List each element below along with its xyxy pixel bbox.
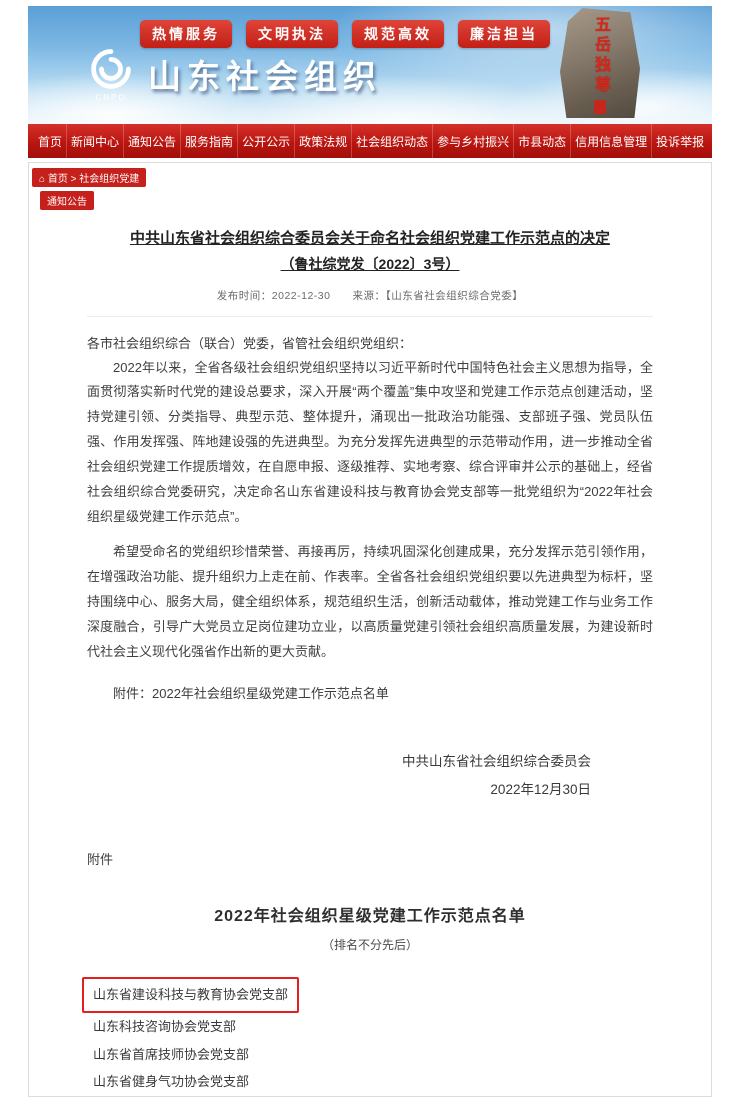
attachment-note: 附件：2022年社会组织星级党建工作示范点名单 <box>113 685 389 701</box>
nav-item-org-news[interactable]: 社会组织动态 <box>352 124 434 158</box>
red-seal-icon <box>594 100 606 114</box>
org-list-item: 山东省首席技师协会党支部 <box>93 1046 250 1062</box>
nav-item-city-county-news[interactable]: 市县动态 <box>514 124 572 158</box>
signature-block: 中共山东省社会组织综合委员会 2022年12月30日 <box>87 748 653 805</box>
slogan-badge: 文明执法 <box>246 20 338 48</box>
org-list-item-highlighted[interactable]: 山东省建设科技与教育协会党支部 <box>82 976 300 1013</box>
logo-subtext: CNPO <box>95 93 127 102</box>
site-logo-icon: CNPO <box>86 46 136 102</box>
nav-item-notices[interactable]: 通知公告 <box>124 124 182 158</box>
brand[interactable]: CNPO 山东社会组织 <box>86 46 382 102</box>
org-list-item: 山东科技咨询协会党支部 <box>93 1018 237 1034</box>
slogan-badge: 热情服务 <box>140 20 232 48</box>
org-list-item: 山东省健身气功协会党支部 <box>93 1074 250 1090</box>
salutation: 各市社会组织综合（联合）党委，省管社会组织党组织： <box>87 335 413 351</box>
appendix-subtitle: （排名不分先后） <box>321 937 418 952</box>
slogan-badge: 廉洁担当 <box>458 20 550 48</box>
nav-item-service-guide[interactable]: 服务指南 <box>181 124 239 158</box>
signature-date: 2022年12月30日 <box>490 782 591 798</box>
mountain-photo: 五岳独尊 <box>560 8 640 118</box>
article: 中共山东省社会组织综合委员会关于命名社会组织党建工作示范点的决定 （鲁社综党发〔… <box>29 210 711 1096</box>
main-nav: 首页 新闻中心 通知公告 服务指南 公开公示 政策法规 社会组织动态 参与乡村振… <box>28 124 712 158</box>
home-icon: ⌂ <box>39 174 46 185</box>
paragraph: 2022年以来，全省各级社会组织党组织坚持以习近平新时代中国特色社会主义思想为指… <box>87 359 653 525</box>
article-title: 中共山东省社会组织综合委员会关于命名社会组织党建工作示范点的决定 <box>129 230 610 247</box>
nav-item-home[interactable]: 首页 <box>34 124 68 158</box>
breadcrumb-area: ⌂ 首页 > 社会组织党建 通知公告 <box>29 163 711 210</box>
org-list: 山东省建设科技与教育协会党支部 山东科技咨询协会党支部 山东省首席技师协会党支部… <box>82 976 653 1097</box>
signature-org: 中共山东省社会组织综合委员会 <box>402 753 591 769</box>
breadcrumb[interactable]: ⌂ 首页 > 社会组织党建 <box>32 168 147 187</box>
doc-number: （鲁社综党发〔2022〕3号） <box>280 255 460 272</box>
nav-item-credit-info[interactable]: 信用信息管理 <box>571 124 653 158</box>
site-title: 山东社会组织 <box>148 58 382 95</box>
slogan-badge: 规范高效 <box>352 20 444 48</box>
nav-item-policies[interactable]: 政策法规 <box>295 124 353 158</box>
divider <box>87 315 653 317</box>
page: 热情服务 文明执法 规范高效 廉洁担当 CNPO 山东社会组织 五岳独尊 <box>28 0 712 1097</box>
article-meta: 发布时间：2022-12-30 来源：【山东省社会组织综合党委】 <box>216 289 524 302</box>
org-list-row: 山东省建设科技与教育协会党支部 <box>82 976 653 1013</box>
site-header: 热情服务 文明执法 规范高效 廉洁担当 CNPO 山东社会组织 五岳独尊 <box>28 6 712 124</box>
nav-item-public-announcements[interactable]: 公开公示 <box>238 124 296 158</box>
category-tag[interactable]: 通知公告 <box>40 191 94 210</box>
appendix-title: 2022年社会组织星级党建工作示范点名单 <box>214 907 526 925</box>
paragraph: 希望受命名的党组织珍惜荣誉、再接再厉，持续巩固深化创建成果，充分发挥示范引领作用… <box>87 544 653 659</box>
mountain-inscription: 五岳独尊 <box>592 16 609 96</box>
nav-item-rural-revitalization[interactable]: 参与乡村振兴 <box>433 124 515 158</box>
content-panel: ⌂ 首页 > 社会组织党建 通知公告 中共山东省社会组织综合委员会关于命名社会组… <box>28 162 712 1097</box>
nav-item-complaints[interactable]: 投诉举报 <box>656 134 705 149</box>
nav-item-news-center[interactable]: 新闻中心 <box>67 124 125 158</box>
appendix-label: 附件 <box>87 851 114 867</box>
breadcrumb-path: 首页 > 社会组织党建 <box>47 174 140 185</box>
slogan-bar: 热情服务 文明执法 规范高效 廉洁担当 <box>140 20 550 48</box>
